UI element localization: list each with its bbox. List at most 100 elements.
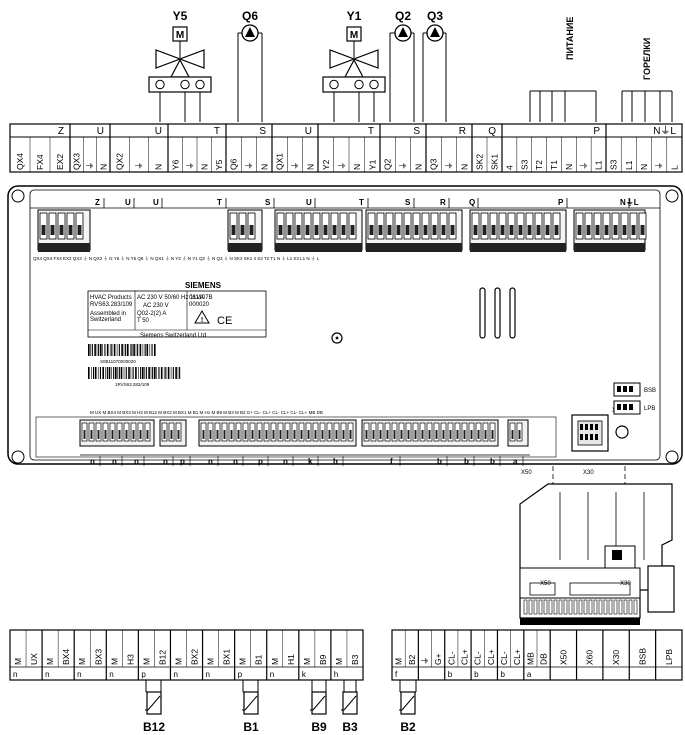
pump-arrow <box>430 27 440 37</box>
bottom-group-letter: n <box>270 670 274 679</box>
terminal-pin-label: N <box>413 164 423 170</box>
barcode-bar <box>123 344 125 356</box>
bottom-group-letter: k <box>308 457 313 466</box>
controller-inner-frame <box>29 189 661 461</box>
barcode-bar <box>127 344 129 356</box>
bottom-pin-label: CL- <box>499 651 509 665</box>
terminal-pin-label: T1 <box>549 160 559 170</box>
terminal-pin-label: ⏚ <box>444 161 454 170</box>
side-fin <box>553 599 558 615</box>
terminal-screw <box>341 225 346 235</box>
x60-pin <box>580 424 583 430</box>
bottom-connector-pin <box>407 430 410 439</box>
bottom-group-letter: n <box>109 670 113 679</box>
controller-group-header: S <box>265 198 271 207</box>
bottom-connector-pin <box>163 430 166 439</box>
valve-body <box>170 58 190 78</box>
warning-triangle-icon <box>194 310 210 324</box>
terminal-screw <box>231 225 236 235</box>
bottom-connector-pin <box>518 430 521 439</box>
barcode-bar <box>172 367 174 379</box>
mounting-hole <box>665 189 679 203</box>
terminal-pin-label: Q6 <box>229 158 239 170</box>
bottom-pin-label: M <box>109 658 119 665</box>
barcode-bar <box>88 344 90 356</box>
terminal-screw <box>68 225 73 235</box>
terminal-screw <box>369 225 374 235</box>
bottom-pin-label: LPB <box>664 649 674 665</box>
terminal-screw <box>332 225 337 235</box>
side-fin <box>563 599 568 615</box>
nameplate-text: 061107B <box>189 295 213 301</box>
terminal-screw <box>59 225 64 235</box>
terminal-group-header: U <box>305 126 312 137</box>
sensor-label-b3: B3 <box>342 720 358 734</box>
barcode-bar <box>113 344 116 356</box>
bottom-connector-pin <box>125 430 128 439</box>
terminal-pin-label: Y6 <box>170 159 180 170</box>
bottom-group-letter: n <box>77 670 81 679</box>
terminal-pin-label: Q2 <box>383 158 393 170</box>
bottom-connector-pin <box>442 430 445 439</box>
terminal-pin-label: Y2 <box>321 159 331 170</box>
bottom-connector-pin <box>272 430 275 439</box>
controller-housing <box>7 185 683 465</box>
bottom-connector-pin <box>393 430 396 439</box>
barcode-bar <box>94 344 96 356</box>
terminal-screw <box>527 225 532 235</box>
bottom-pin-label: M <box>206 658 216 665</box>
barcode-bar <box>130 367 132 379</box>
terminal-screw <box>405 225 410 235</box>
side-fin <box>543 599 548 615</box>
bottom-group-letter: n <box>90 457 95 466</box>
terminal-block-base <box>228 243 262 252</box>
bottom-connector-pin <box>132 430 135 439</box>
barcode-bar <box>108 367 111 379</box>
terminal-pin-label: EX2 <box>55 154 65 170</box>
barcode-bar <box>118 367 120 379</box>
terminal-screw <box>432 225 437 235</box>
pump-arrow <box>398 27 408 37</box>
side-fin <box>623 599 628 615</box>
barcode-bar <box>93 367 95 379</box>
side-fin <box>633 599 638 615</box>
bottom-pin-label: UX <box>29 653 39 665</box>
bottom-pin-label: M <box>13 658 23 665</box>
barcode-bar <box>151 344 153 356</box>
terminal-screw <box>77 225 82 235</box>
side-fin <box>523 599 528 615</box>
barcode-bar <box>156 367 157 379</box>
barcode-bar <box>90 344 91 356</box>
bottom-connector-pin <box>251 430 254 439</box>
terminal-pin-label: N <box>639 164 649 170</box>
side-base <box>520 618 640 625</box>
bottom-pin-label: X60 <box>585 650 595 665</box>
pump-label: Q2 <box>395 9 411 23</box>
barcode-bar <box>125 367 127 379</box>
nameplate-text: AC 230 V 50/60 Hz 11VA <box>137 295 204 301</box>
bottom-pin-label: M <box>45 658 55 665</box>
x60-pin <box>595 424 598 430</box>
bottom-connector-pin <box>216 430 219 439</box>
side-fin <box>573 599 578 615</box>
barcode-bar <box>99 367 101 379</box>
bottom-connector-pin <box>400 430 403 439</box>
controller-bottom-pin-labels: M UX M BX4 M BX3 M H3 M B12 M BX2 M BX1 … <box>90 410 323 415</box>
bottom-connector-pin <box>279 430 282 439</box>
side-fin <box>628 599 633 615</box>
terminal-pin-label: N <box>98 164 108 170</box>
barcode-bar <box>163 367 165 379</box>
ntc-sensor-slash <box>401 695 415 711</box>
barcode-bar <box>106 344 109 356</box>
bottom-group-letter: b <box>474 670 479 679</box>
terminal-pin-label: QX2 <box>115 153 125 170</box>
valve-terminal-circle <box>369 79 379 90</box>
side-x30-connector <box>569 582 631 596</box>
terminal-pin-label: ⏚ <box>336 161 346 170</box>
bottom-pin-label: H1 <box>286 654 296 665</box>
terminal-pin-label: QX3 <box>72 153 82 170</box>
bottom-connector-pin <box>118 430 121 439</box>
bottom-connector-pin <box>244 430 247 439</box>
valve-terminal-block <box>322 76 386 93</box>
